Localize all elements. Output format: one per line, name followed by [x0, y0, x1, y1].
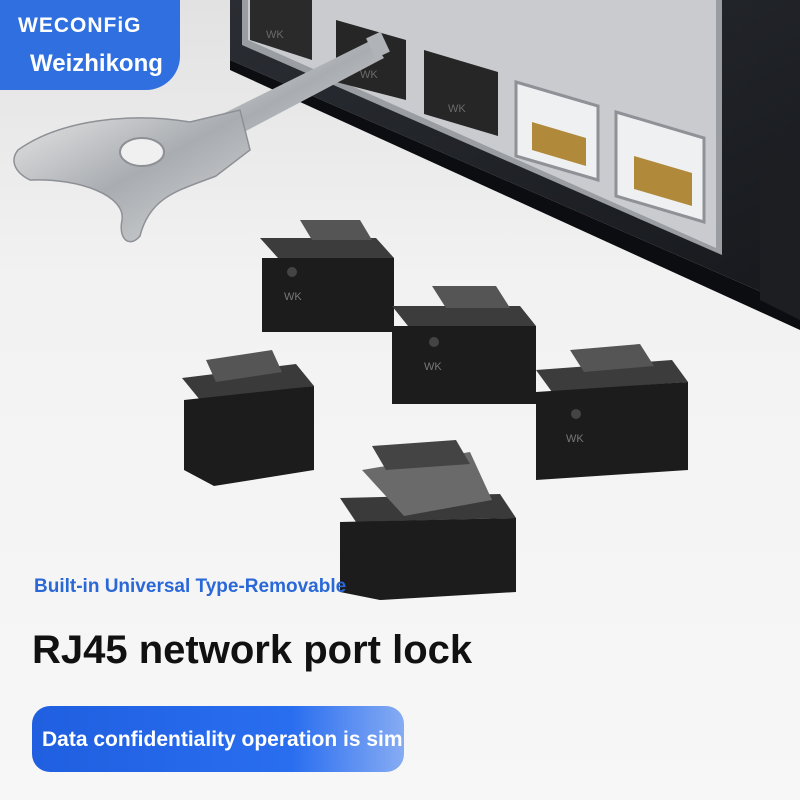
port-locked-3: WK — [424, 50, 498, 136]
port-open-1 — [514, 79, 600, 183]
lock-marking: WK — [566, 433, 584, 445]
port-marking: WK — [360, 69, 378, 81]
rj45-lock-4: WK — [536, 344, 688, 480]
network-switch: WK WK WK — [230, 0, 800, 330]
tagline-text: Data confidentiality operation is simple — [42, 728, 404, 751]
port-locked-1: WK — [250, 0, 312, 60]
rj45-lock-2: WK — [392, 286, 536, 404]
brand-subname: Weizhikong — [30, 50, 163, 77]
lock-key — [13, 31, 390, 243]
port-marking: WK — [266, 29, 284, 41]
tagline-banner: Data confidentiality operation is simple — [32, 706, 404, 772]
rj45-lock-1: WK — [260, 220, 394, 332]
brand-badge: WECONFiG Weizhikong — [0, 0, 180, 90]
product-title: RJ45 network port lock — [32, 628, 473, 672]
port-open-2 — [614, 109, 706, 225]
rj45-lock-3 — [182, 350, 314, 486]
rj45-lock-5 — [340, 440, 516, 600]
lock-marking: WK — [424, 361, 442, 373]
brand-logo: WECONFiG — [18, 14, 142, 37]
lock-marking: WK — [284, 291, 302, 303]
feature-subtitle: Built-in Universal Type-Removable — [34, 576, 347, 597]
port-marking: WK — [448, 103, 466, 115]
